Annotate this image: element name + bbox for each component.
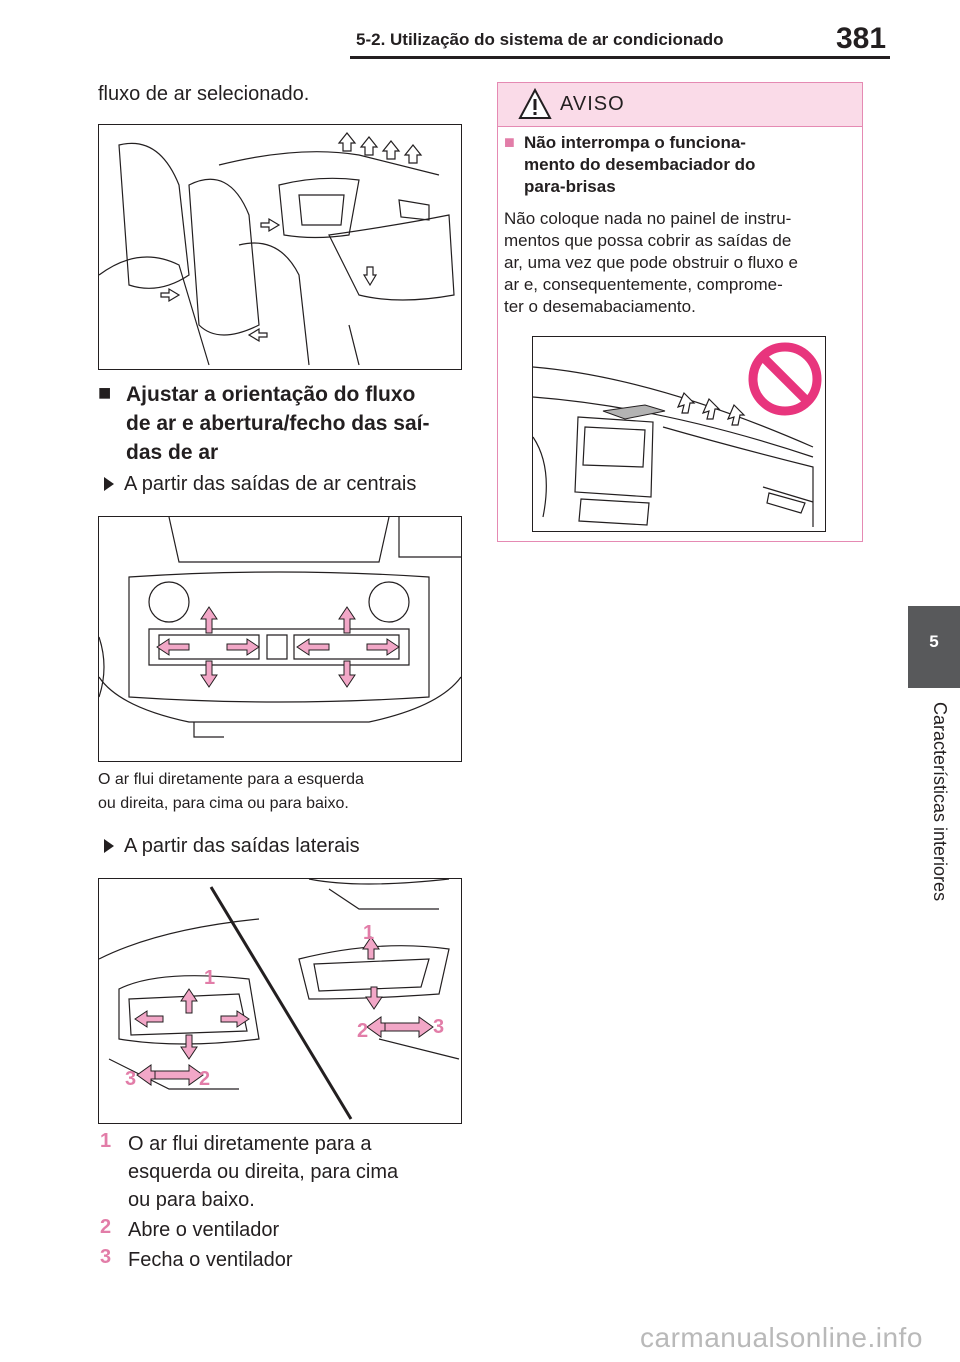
- heading-lines: Ajustar a orientação do fluxo de ar e ab…: [126, 380, 466, 467]
- legend-line: O ar flui diretamente para a: [128, 1133, 372, 1155]
- callout-3-right: 3: [433, 1016, 444, 1038]
- warning-dashboard-figure: [532, 336, 826, 532]
- callout-1-right: 1: [363, 922, 374, 944]
- heading-bullet: ■: [98, 380, 112, 405]
- dashboard-illustration: [533, 342, 822, 527]
- interior-airflow-figure: [98, 124, 462, 370]
- callout-1-left: 1: [204, 967, 215, 989]
- legend-number: 1: [100, 1130, 112, 1152]
- intro-text: fluxo de ar selecionado.: [98, 83, 310, 105]
- subsection-central-title: A partir das saídas de ar centrais: [124, 473, 417, 495]
- legend-line: esquerda ou direita, para cima: [128, 1161, 399, 1183]
- warning-subtitle-line: mento do desembaciador do: [524, 155, 756, 174]
- warning-body-line: ter o desemabaciamento.: [504, 297, 696, 316]
- watermark: carmanualsonline.info: [640, 1322, 923, 1353]
- callout-2-right: 2: [357, 1020, 368, 1042]
- chapter-label: Características interiores: [930, 702, 950, 902]
- heading-line: Ajustar a orientação do fluxo: [126, 383, 416, 406]
- chapter-number: 5: [929, 632, 939, 651]
- warning-subtitle-line: Não interrompa o funciona-: [524, 133, 746, 152]
- caption-line: ou direita, para cima ou para baixo.: [98, 795, 349, 812]
- legend-item-3: Fecha o ventilador: [128, 1249, 293, 1271]
- interior-airflow-illustration: [99, 132, 455, 366]
- chapter-tab: [908, 606, 960, 688]
- legend-line: ou para baixo.: [128, 1189, 255, 1211]
- section-title: 5-2. Utilização do sistema de ar condici…: [356, 30, 724, 49]
- side-vents-figure: 1 1 2 2 3 3: [98, 878, 462, 1124]
- warning-triangle-icon: [518, 88, 552, 119]
- warning-subtitle: Não interrompa o funciona- mento do dese…: [524, 132, 854, 198]
- legend-item-2: Abre o ventilador: [128, 1219, 280, 1241]
- subsection-arrow-icon: [104, 477, 114, 491]
- prohibited-icon: [748, 342, 822, 416]
- central-caption: O ar flui diretamente para a esquerda ou…: [98, 768, 364, 816]
- subsection-side-title: A partir das saídas laterais: [124, 835, 360, 857]
- warning-subtitle-line: para-brisas: [524, 177, 616, 196]
- warning-body-line: mentos que possa cobrir as saídas de: [504, 231, 792, 250]
- side-vents-illustration: 1 1 2 2 3 3: [99, 879, 460, 1120]
- callout-2-left: 2: [199, 1068, 210, 1090]
- warning-bullet: ■: [504, 132, 515, 152]
- warning-body-line: Não coloque nada no painel de instru-: [504, 209, 792, 228]
- legend-item-1: O ar flui diretamente para a esquerda ou…: [128, 1130, 468, 1214]
- header-rule: [350, 56, 890, 59]
- warning-title: AVISO: [560, 93, 625, 115]
- legend-number: 3: [100, 1246, 112, 1268]
- callout-3-left: 3: [125, 1068, 136, 1090]
- page-number: 381: [836, 22, 887, 55]
- caption-line: O ar flui diretamente para a esquerda: [98, 771, 364, 788]
- warning-box: [497, 82, 863, 542]
- legend-number: 2: [100, 1216, 112, 1238]
- heading-line: de ar e abertura/fecho das saí-: [126, 412, 430, 435]
- warning-body-line: ar e, consequentemente, comprome-: [504, 275, 783, 294]
- warning-header: [498, 83, 862, 127]
- heading-line: das de ar: [126, 441, 219, 464]
- central-vents-figure: [98, 516, 462, 762]
- central-vents-illustration: [99, 517, 461, 738]
- warning-body: Não coloque nada no painel de instru- me…: [504, 208, 856, 318]
- warning-body-line: ar, uma vez que pode obstruir o fluxo e: [504, 253, 798, 272]
- subsection-arrow-icon: [104, 839, 114, 853]
